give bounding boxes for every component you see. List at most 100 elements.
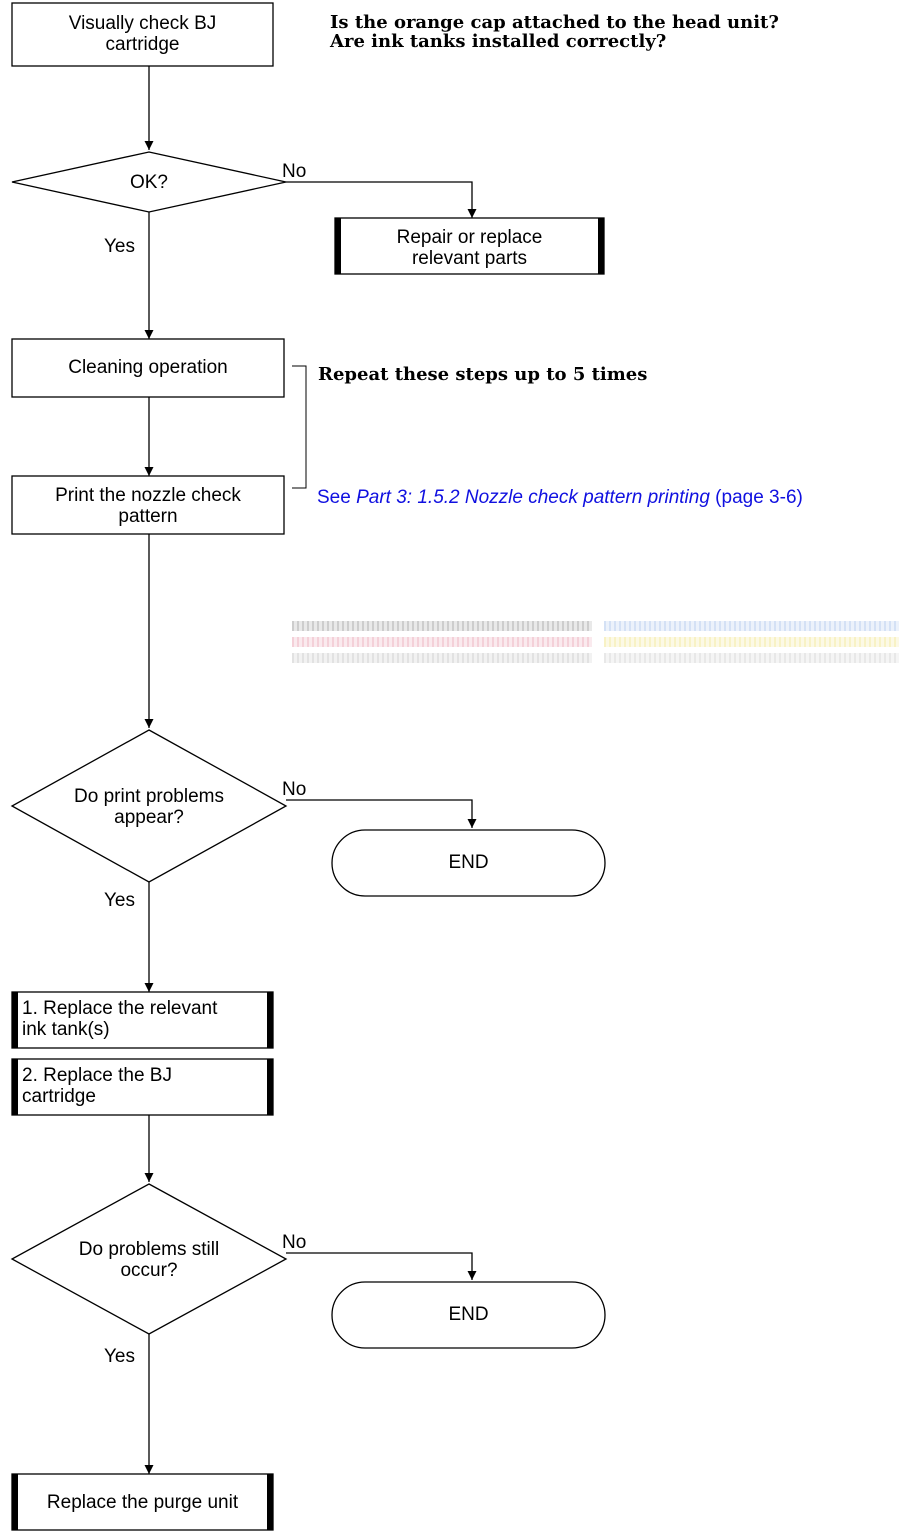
nozzle-pattern-tick [694, 653, 696, 663]
repair-replace-left-bar [335, 218, 341, 274]
nozzle-pattern-tick [497, 637, 499, 647]
nozzle-pattern-tick [624, 653, 626, 663]
nozzle-pattern-tick [557, 637, 559, 647]
nozzle-pattern-tick [362, 621, 364, 631]
replace-purge-unit-label: Replace the purge unit [46, 1492, 239, 1513]
nozzle-pattern-tick [644, 653, 646, 663]
nozzle-pattern-tick [447, 621, 449, 631]
nozzle-pattern-tick [724, 637, 726, 647]
nozzle-pattern-tick [609, 653, 611, 663]
nozzle-pattern-tick [317, 637, 319, 647]
nozzle-pattern-tick [739, 653, 741, 663]
replace-purge-unit-right-bar [267, 1474, 273, 1530]
print-problems-yes-label: Yes [104, 890, 135, 911]
nozzle-pattern-tick [462, 653, 464, 663]
nozzle-pattern-tick [527, 637, 529, 647]
nozzle-pattern-tick [684, 653, 686, 663]
nozzle-pattern-tick [517, 653, 519, 663]
nozzle-pattern-tick [619, 621, 621, 631]
nozzle-pattern-tick [512, 637, 514, 647]
nozzle-pattern-tick [794, 621, 796, 631]
nozzle-pattern-tick [624, 637, 626, 647]
nozzle-pattern-tick [322, 637, 324, 647]
nozzle-pattern-tick [347, 653, 349, 663]
nozzle-pattern-tick [507, 621, 509, 631]
nozzle-pattern-tick [397, 653, 399, 663]
nozzle-pattern-tick [654, 637, 656, 647]
nozzle-pattern-tick [804, 653, 806, 663]
nozzle-pattern-tick [517, 621, 519, 631]
nozzle-pattern-tick [547, 653, 549, 663]
nozzle-pattern-tick [417, 653, 419, 663]
nozzle-pattern-tick [689, 653, 691, 663]
nozzle-pattern-tick [759, 653, 761, 663]
nozzle-pattern-tick [839, 637, 841, 647]
nozzle-pattern-tick [577, 637, 579, 647]
nozzle-pattern-tick [724, 621, 726, 631]
connector-print-problems-no [286, 799, 477, 828]
nozzle-pattern-tick [759, 621, 761, 631]
nozzle-pattern-tick [497, 653, 499, 663]
nozzle-pattern-tick [457, 637, 459, 647]
connector-ok-no [286, 181, 477, 218]
nozzle-pattern-tick [884, 653, 886, 663]
nozzle-pattern-tick [387, 653, 389, 663]
nozzle-pattern-tick [412, 653, 414, 663]
nozzle-pattern-tick [442, 653, 444, 663]
nozzle-pattern-tick [487, 637, 489, 647]
reference-prefix: See [317, 487, 357, 508]
nozzle-pattern-tick [749, 653, 751, 663]
check-questions-note: Is the orange cap attached to the head u… [330, 12, 779, 52]
nozzle-pattern-tick [492, 621, 494, 631]
nozzle-pattern-tick [327, 621, 329, 631]
nozzle-pattern-tick [864, 621, 866, 631]
nozzle-pattern-tick [567, 637, 569, 647]
replace-bj-cartridge-left-bar [12, 1059, 18, 1115]
nozzle-pattern-tick [709, 653, 711, 663]
nozzle-pattern-tick [557, 621, 559, 631]
nozzle-pattern-tick [614, 621, 616, 631]
nozzle-pattern-tick [487, 653, 489, 663]
print-nozzle-label: Print the nozzle check pattern [55, 485, 241, 527]
nozzle-pattern-tick [729, 621, 731, 631]
nozzle-pattern-tick [669, 653, 671, 663]
nozzle-pattern-tick [779, 637, 781, 647]
nozzle-pattern-tick [477, 637, 479, 647]
nozzle-pattern-tick [327, 653, 329, 663]
nozzle-pattern-tick [312, 621, 314, 631]
replace-bj-cartridge-right-bar [267, 1059, 273, 1115]
nozzle-pattern-tick [839, 653, 841, 663]
nozzle-pattern-band [604, 637, 899, 647]
nozzle-pattern-tick [834, 637, 836, 647]
nozzle-pattern-tick [614, 637, 616, 647]
nozzle-pattern-tick [317, 621, 319, 631]
nozzle-pattern-tick [769, 637, 771, 647]
nozzle-pattern-tick [582, 637, 584, 647]
nozzle-pattern-tick [572, 653, 574, 663]
nozzle-pattern-tick [387, 637, 389, 647]
nozzle-pattern-tick [869, 653, 871, 663]
nozzle-pattern-tick [734, 637, 736, 647]
nozzle-pattern-tick [679, 621, 681, 631]
nozzle-pattern-tick [427, 637, 429, 647]
nozzle-pattern-tick [604, 653, 606, 663]
nozzle-pattern-tick [572, 621, 574, 631]
nozzle-pattern-tick [769, 621, 771, 631]
nozzle-pattern-tick [447, 653, 449, 663]
nozzle-pattern-tick [719, 637, 721, 647]
nozzle-pattern-tick [577, 621, 579, 631]
nozzle-pattern-tick [512, 653, 514, 663]
nozzle-pattern-tick [372, 621, 374, 631]
nozzle-pattern-band [292, 621, 592, 631]
nozzle-pattern-tick [784, 637, 786, 647]
nozzle-pattern-tick [884, 621, 886, 631]
nozzle-pattern-tick [649, 637, 651, 647]
nozzle-pattern-tick [542, 621, 544, 631]
nozzle-pattern-tick [332, 637, 334, 647]
nozzle-pattern-tick [307, 653, 309, 663]
repeat-steps-note: Repeat these steps up to 5 times [318, 364, 648, 385]
reference-link[interactable]: Part 3: 1.5.2 Nozzle check pattern print… [356, 487, 710, 508]
nozzle-pattern-tick [452, 621, 454, 631]
nozzle-pattern-tick [774, 637, 776, 647]
